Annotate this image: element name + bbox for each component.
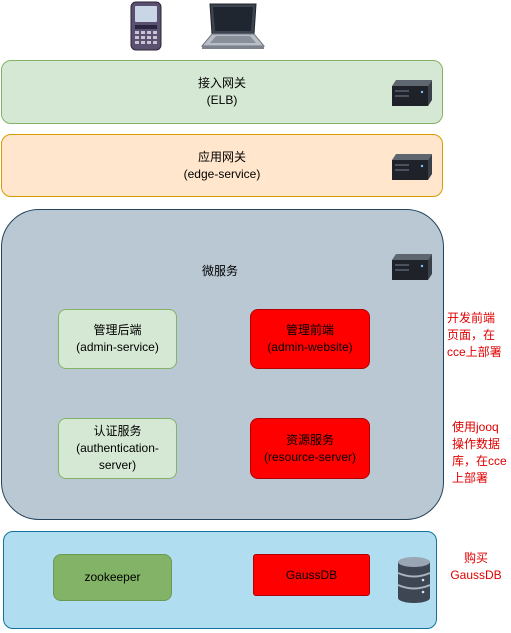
database-icon bbox=[394, 556, 434, 604]
microservices-title: 微服务 bbox=[201, 264, 238, 278]
gateway-edge-title: 应用网关 bbox=[197, 149, 246, 164]
gaussdb-node: GaussDB bbox=[253, 554, 370, 596]
admin-website-title: 管理前端 bbox=[285, 323, 334, 337]
authentication-server-subtitle-1: (authentication- bbox=[76, 441, 159, 455]
admin-service-subtitle: (admin-service) bbox=[76, 340, 159, 354]
admin-service-title: 管理后端 bbox=[93, 323, 142, 337]
gateway-elb-box: 接入网关 (ELB) bbox=[1, 60, 443, 124]
server-icon bbox=[390, 152, 434, 182]
server-icon bbox=[390, 78, 434, 108]
note-line: 库，在cce bbox=[452, 454, 507, 468]
authentication-server-title: 认证服务 bbox=[93, 424, 142, 438]
resource-deploy-note: 使用jooq 操作数据 库，在cce 上部署 bbox=[452, 419, 510, 487]
authentication-server-subtitle-2: server) bbox=[98, 458, 137, 472]
note-line: 页面，在 bbox=[447, 328, 496, 342]
resource-server-subtitle: (resource-server) bbox=[263, 449, 356, 464]
note-line: GaussDB bbox=[450, 568, 502, 582]
laptop-icon bbox=[200, 2, 266, 50]
admin-website-node: 管理前端 (admin-website) bbox=[250, 309, 370, 369]
gateway-edge-subtitle: (edge-service) bbox=[183, 166, 261, 181]
note-line: 购买 bbox=[463, 551, 488, 565]
admin-website-subtitle: (admin-website) bbox=[267, 340, 353, 354]
server-icon bbox=[390, 252, 434, 282]
frontend-deploy-note: 开发前端 页面，在 cce上部署 bbox=[447, 310, 509, 361]
mobile-phone-icon bbox=[128, 0, 164, 52]
gaussdb-purchase-note: 购买 GaussDB bbox=[444, 550, 508, 584]
gateway-elb-subtitle: (ELB) bbox=[206, 93, 238, 107]
gateway-elb-title: 接入网关 bbox=[197, 76, 246, 90]
gateway-edge-box: 应用网关 (edge-service) bbox=[1, 134, 443, 197]
zookeeper-node: zookeeper bbox=[53, 554, 172, 601]
zookeeper-label: zookeeper bbox=[84, 570, 141, 584]
note-line: 操作数据 bbox=[452, 437, 501, 451]
admin-service-node: 管理后端 (admin-service) bbox=[58, 309, 177, 369]
resource-server-node: 资源服务 (resource-server) bbox=[250, 418, 370, 479]
authentication-server-node: 认证服务 (authentication- server) bbox=[58, 418, 177, 479]
resource-server-title: 资源服务 bbox=[285, 432, 334, 447]
gaussdb-label: GaussDB bbox=[285, 567, 338, 582]
note-line: 开发前端 bbox=[447, 311, 496, 325]
note-line: 上部署 bbox=[452, 471, 489, 485]
note-line: cce上部署 bbox=[447, 345, 502, 359]
note-line: 使用jooq bbox=[452, 420, 499, 434]
